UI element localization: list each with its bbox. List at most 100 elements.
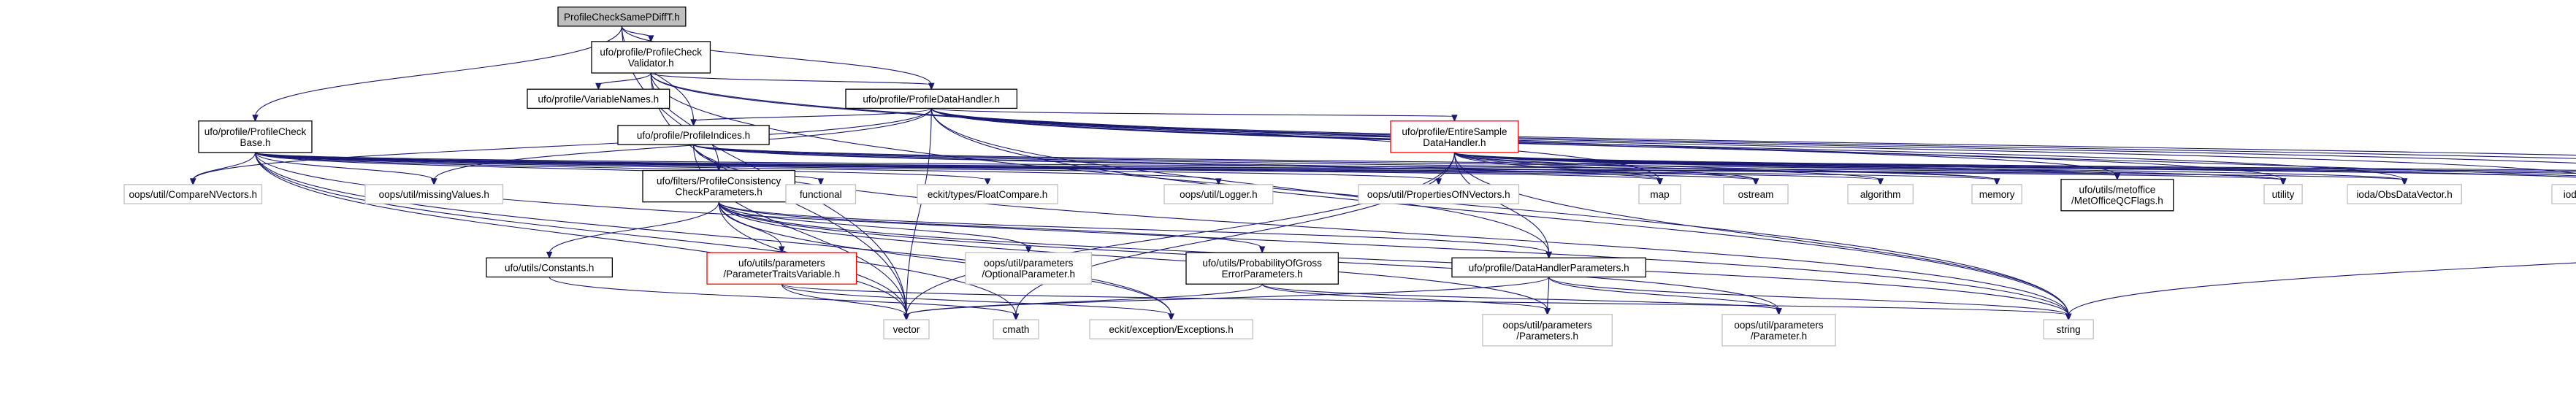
edge-checkbase-to-propsofn [254,152,1442,186]
node-parameters[interactable]: oops/util/parameters/Parameters.h [1482,314,1613,347]
edge-paramtraits-to-string [781,283,2072,321]
node-exceptions[interactable]: eckit/exception/Exceptions.h [1089,319,1253,339]
node-constants[interactable]: ufo/utils/Constants.h [486,257,614,278]
node-label: oops/util/missingValues.h [379,189,489,200]
node-label: oops/util/PropertiesOfNVectors.h [1367,189,1510,200]
node-label: /OptionalParameter.h [982,269,1075,280]
node-variablenames[interactable]: ufo/profile/VariableNames.h [527,88,670,109]
node-box [2060,178,2174,212]
node-label: oops/util/parameters [1503,320,1593,331]
edge-dhparams-to-string [1548,277,2072,321]
node-label: oops/util/Logger.h [1180,189,1258,200]
node-box [1089,319,1253,339]
node-optparam[interactable]: oops/util/parameters/OptionalParameter.h [965,252,1093,285]
edge-probgross-to-vector [903,283,1263,321]
edge-entiresample-to-utility [1453,152,2287,186]
node-label: oops/util/CompareNVectors.h [129,189,257,200]
node-ostream[interactable]: ostream [1723,184,1789,204]
edge-entiresample-to-algorithm [1453,152,1884,186]
edge-datahandler-to-vector [903,108,932,321]
node-box [883,319,930,339]
node-cmath[interactable]: cmath [993,319,1039,339]
node-datahandler[interactable]: ufo/profile/ProfileDataHandler.h [845,88,1018,109]
node-label: CheckParameters.h [676,187,763,198]
node-box [198,120,313,153]
node-label: DataHandler.h [1423,137,1486,148]
node-label: functional [800,189,842,200]
node-box [1163,184,1274,204]
node-propsofn[interactable]: oops/util/PropertiesOfNVectors.h [1358,184,1520,204]
node-root[interactable]: ProfileCheckSamePDiffT.h [557,7,687,27]
node-box [845,88,1018,109]
node-label: ufo/profile/ProfileDataHandler.h [863,93,1000,104]
node-utility[interactable]: utility [2263,184,2303,204]
node-obsdatavector[interactable]: ioda/ObsDataVector.h [2347,184,2462,204]
node-label: map [1650,189,1669,200]
node-obsspace[interactable]: ioda/ObsSpace.h [2551,184,2576,204]
edge-dhparams-to-parameter [1548,277,1782,316]
node-probgross[interactable]: ufo/utils/ProbabilityOfGrossErrorParamet… [1185,252,1339,285]
edge-entiresample-to-stringutils [1453,152,2576,171]
node-label: ioda/ObsSpace.h [2564,189,2576,200]
node-functional[interactable]: functional [785,184,857,204]
node-string[interactable]: string [2043,319,2094,339]
node-label: string [2057,324,2081,335]
node-box [917,184,1058,204]
node-box [1185,252,1339,285]
edge-consistency-to-optparam [718,201,1032,254]
edge-datahandler-to-obsspace [930,108,2576,174]
node-label: oops/util/parameters [1734,320,1824,331]
edge-paramtraits-to-exceptions [781,283,1174,321]
node-label: /Parameters.h [1516,331,1578,342]
edge-checkbase-to-logger [254,152,1222,186]
node-parameter[interactable]: oops/util/parameters/Parameter.h [1721,314,1836,347]
node-label: utility [2272,189,2295,200]
node-logger[interactable]: oops/util/Logger.h [1163,184,1274,204]
edge-dhparams-to-parameters [1544,277,1551,316]
node-box [2043,319,2094,339]
node-label: ProfileCheckSamePDiffT.h [564,12,680,23]
edge-entiresample-to-map [1453,152,1663,186]
node-consistency[interactable]: ufo/filters/ProfileConsistencyCheckParam… [642,169,795,203]
node-label: ufo/utils/Constants.h [505,262,594,273]
edge-checkbase-to-string [254,152,2072,321]
node-box [123,184,263,204]
edge-checkbase-to-missingvalues [254,152,437,186]
edge-datahandler-to-variant [930,108,2576,159]
edge-entiresample-to-variant [1453,152,2576,172]
node-label: ostream [1738,189,1774,200]
node-indices[interactable]: ufo/profile/ProfileIndices.h [617,125,770,145]
edge-root-to-validator [621,26,654,43]
edge-consistency-to-probgross [718,201,1266,254]
node-box [617,125,770,145]
edge-consistency-to-constants [546,201,719,259]
node-map[interactable]: map [1638,184,1681,204]
node-floatcompare[interactable]: eckit/types/FloatCompare.h [917,184,1058,204]
node-algorithm[interactable]: algorithm [1847,184,1914,204]
node-comparen[interactable]: oops/util/CompareNVectors.h [123,184,263,204]
edge-checkbase-to-floatcompare [254,152,991,186]
node-dhparams[interactable]: ufo/profile/DataHandlerParameters.h [1451,257,1647,278]
node-box [1451,257,1647,278]
node-label: ufo/profile/DataHandlerParameters.h [1469,262,1629,273]
edge-datahandler-to-indices [690,107,932,127]
node-missingvalues[interactable]: oops/util/missingValues.h [364,184,504,204]
node-box [2263,184,2303,204]
edge-paramtraits-to-vector [781,284,910,321]
node-box [1971,184,2022,204]
node-vector[interactable]: vector [883,319,930,339]
node-box [2347,184,2462,204]
node-label: ufo/profile/ProfileIndices.h [637,130,750,141]
node-metoffice[interactable]: ufo/utils/metoffice/MetOfficeQCFlags.h [2060,178,2174,212]
node-paramtraits[interactable]: ufo/utils/parameters/ParameterTraitsVari… [706,252,857,285]
edge-entiresample-to-obsspace [1453,152,2576,178]
edge-indices-to-obsspace [692,144,2576,178]
node-memory[interactable]: memory [1971,184,2022,204]
edge-datahandler-to-stringutils [930,108,2576,156]
node-label: ErrorParameters.h [1222,269,1303,280]
edge-entiresample-to-ostream [1453,152,1759,186]
node-box [1847,184,1914,204]
